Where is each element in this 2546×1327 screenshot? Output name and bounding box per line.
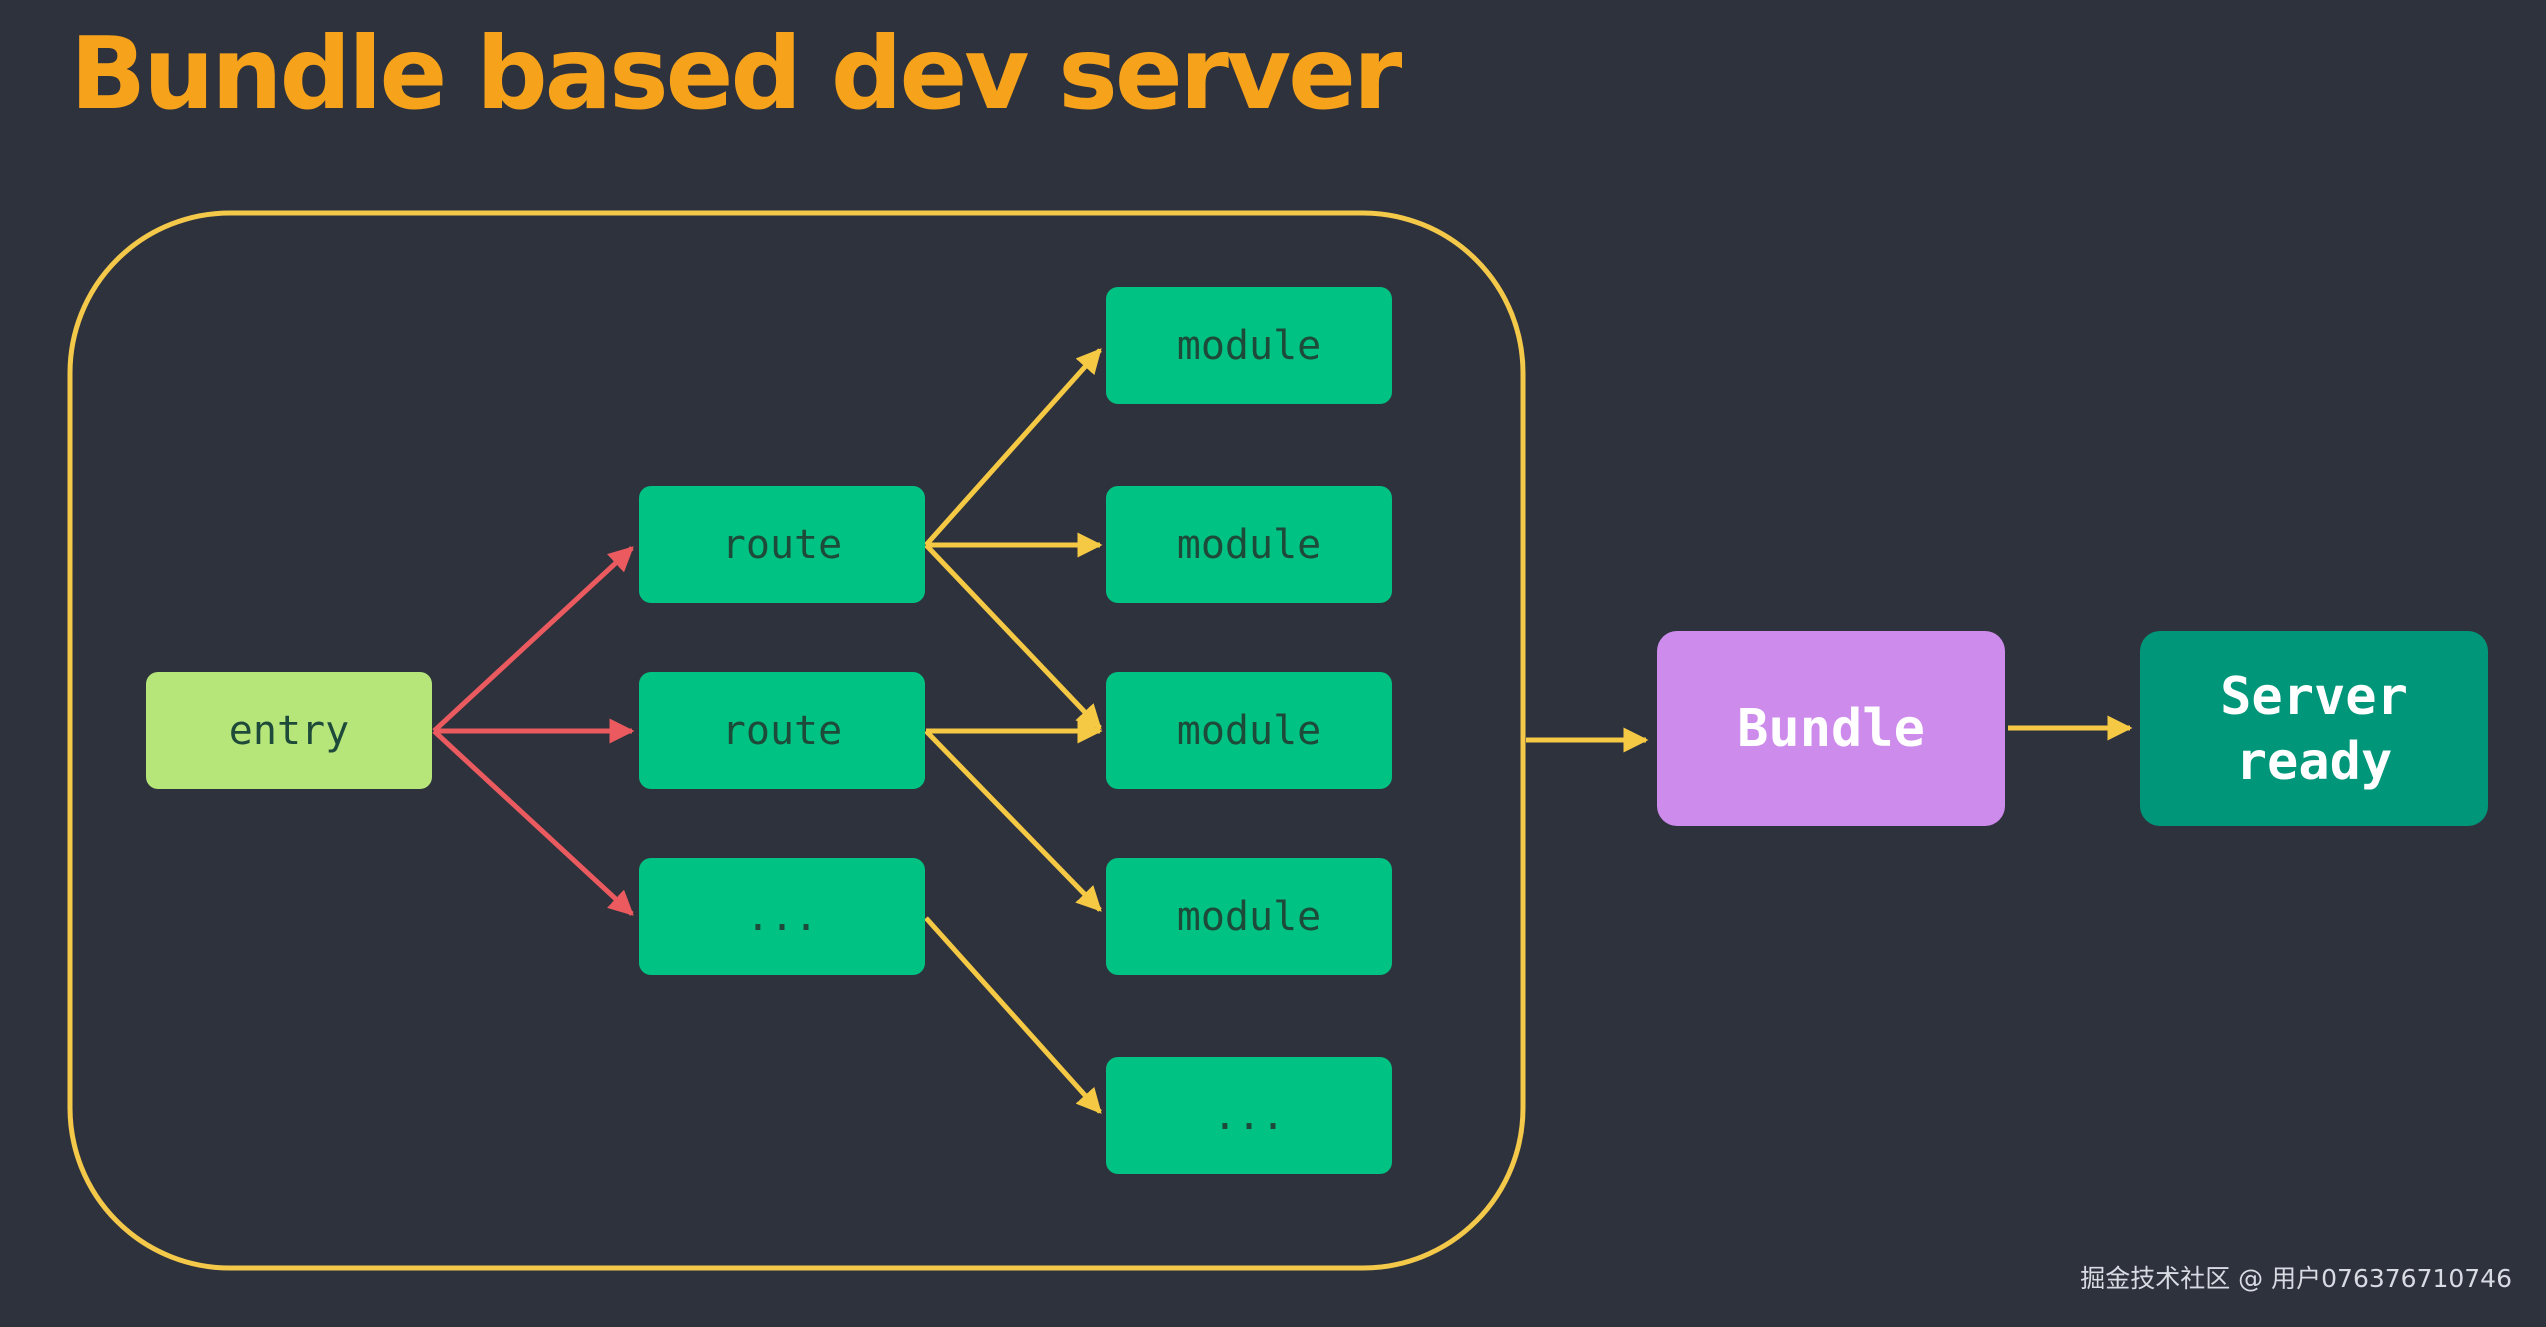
diagram-title: Bundle based dev server [70,15,1402,132]
route-label: route [722,708,842,754]
module-node: module [1106,858,1392,975]
watermark: 掘金技术社区 @ 用户076376710746 [2080,1264,2512,1293]
arrow-route1-module1 [924,348,1102,547]
module-label: module [1177,522,1322,568]
module-label: module [1177,323,1322,369]
module-label: module [1177,894,1322,940]
arrow-entry-route3 [432,729,634,916]
server-ready-label-line1: Server [2220,667,2408,727]
module-node: module [1106,672,1392,789]
route-label: route [722,522,842,568]
module-node: ... [1106,1057,1392,1174]
module-node: module [1106,287,1392,404]
module-label: ... [1213,1093,1285,1139]
server-ready-label-line2: ready [2236,732,2393,792]
route-node: route [639,486,925,603]
entry-node: entry [146,672,432,789]
arrow-entry-route1 [432,546,634,733]
entry-label: entry [229,708,349,754]
module-node: module [1106,486,1392,603]
arrow-route2-module4 [924,729,1102,912]
route-arrows [924,348,2133,1114]
bundle-container [67,210,1526,1271]
route-label: ... [746,894,818,940]
route-node: route [639,672,925,789]
arrow-route3-module5 [924,916,1102,1114]
entry-arrows [432,546,635,916]
module-label: module [1177,708,1322,754]
arrow-route1-module3 [924,543,1102,730]
route-node: ... [639,858,925,975]
bundle-node: Bundle [1657,631,2005,826]
bundle-label: Bundle [1737,699,1925,759]
server-ready-node: Server ready [2140,631,2488,826]
